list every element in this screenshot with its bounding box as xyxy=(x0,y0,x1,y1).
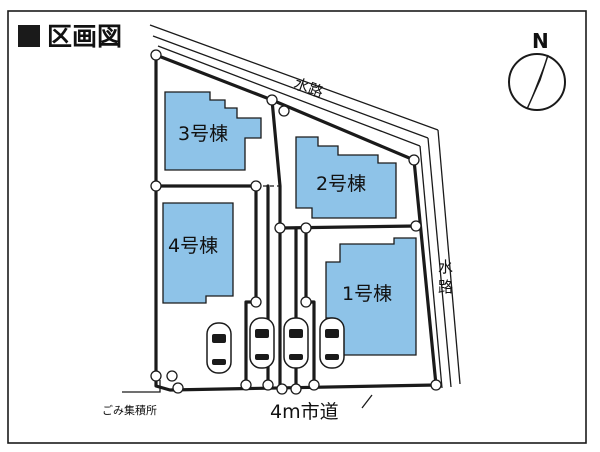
road: 4m市道 xyxy=(270,394,373,423)
lot-1-label: 1号棟 xyxy=(342,283,392,305)
boundary-pin xyxy=(290,383,302,395)
boundary-pin xyxy=(274,222,286,234)
garbage-collection: ごみ集積所 xyxy=(102,380,161,417)
garbage-label: ごみ集積所 xyxy=(102,403,157,417)
lot-3-house: 3号棟 xyxy=(164,91,262,171)
lot-4-label: 4号棟 xyxy=(168,235,218,257)
water-label-right-bottom: 路 xyxy=(438,278,453,296)
boundary-pin xyxy=(262,379,274,391)
boundary-pin xyxy=(240,379,252,391)
page-title: 区画図 xyxy=(47,22,122,51)
title-marker xyxy=(18,25,40,47)
car-lot-4 xyxy=(206,322,232,374)
outer-frame xyxy=(7,10,587,444)
water-channel-right xyxy=(419,129,461,389)
boundary-pin xyxy=(172,382,184,394)
water-label-right-top: 水 xyxy=(438,258,453,276)
boundary-pin xyxy=(300,222,312,234)
compass-label: N xyxy=(532,29,549,53)
lot-2-label: 2号棟 xyxy=(316,173,366,195)
boundary-pin xyxy=(300,296,312,308)
lot-3-label: 3号棟 xyxy=(178,123,228,145)
north-compass: N xyxy=(508,29,566,111)
compass-icon xyxy=(508,53,566,111)
boundary-pin xyxy=(408,154,420,166)
water-channel-top xyxy=(149,24,439,147)
boundary-pin xyxy=(430,379,442,391)
lot-4-house: 4号棟 xyxy=(162,202,234,304)
boundary-pin xyxy=(150,49,162,61)
car-lot-1 xyxy=(319,317,345,369)
boundary-pin xyxy=(278,105,290,117)
boundary-pin xyxy=(166,370,178,382)
water-label-top: 水路 xyxy=(291,74,325,101)
boundary-pin xyxy=(276,383,288,395)
boundary-pin xyxy=(250,296,262,308)
boundary-pins xyxy=(150,49,442,395)
boundary-pin xyxy=(150,180,162,192)
road-label: 4m市道 xyxy=(270,401,339,423)
boundary-pin xyxy=(250,180,262,192)
boundary-pin xyxy=(308,379,320,391)
car-lot-3 xyxy=(249,317,275,369)
boundary-pin xyxy=(410,220,422,232)
boundary-pin xyxy=(150,370,162,382)
road-tick xyxy=(361,394,373,409)
lot-2-house: 2号棟 xyxy=(295,136,397,219)
car-lot-2 xyxy=(283,317,309,369)
boundary-pin xyxy=(266,94,278,106)
